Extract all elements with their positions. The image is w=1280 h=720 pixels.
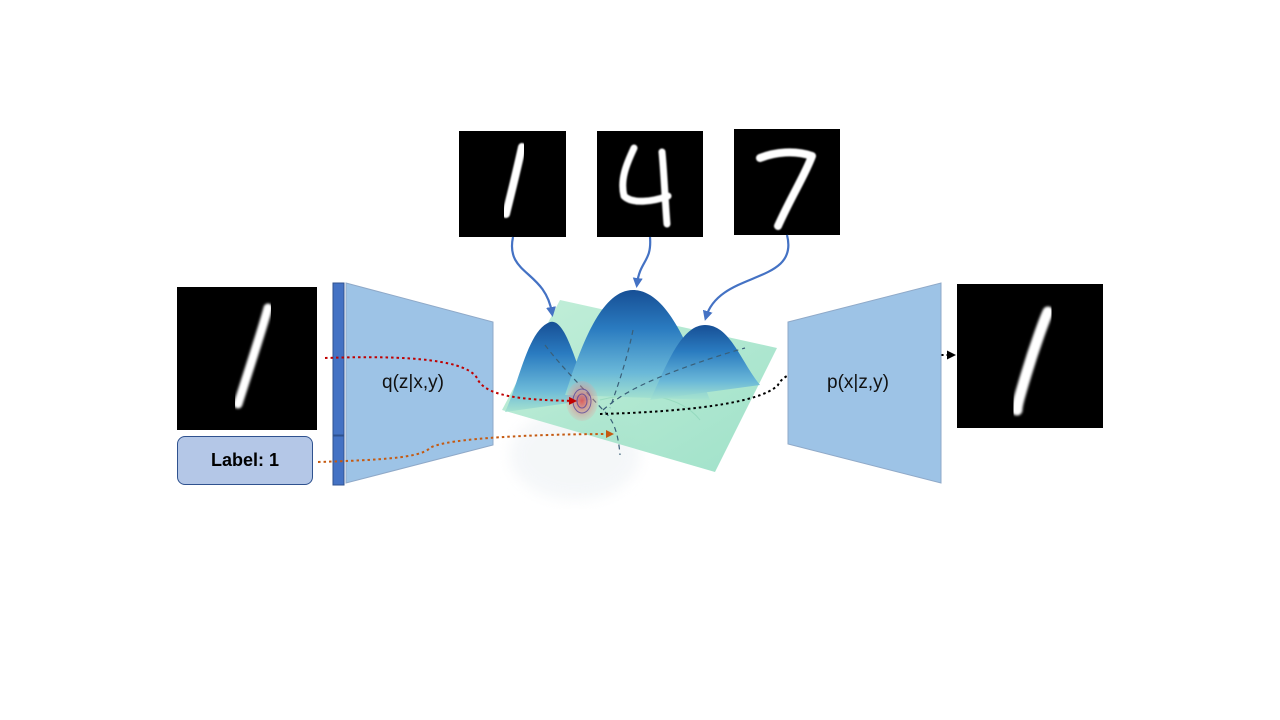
arrow-proto7-to-peak xyxy=(702,234,790,321)
decode-path xyxy=(599,350,956,415)
output-digit-image xyxy=(957,284,1103,428)
encode-path-label xyxy=(317,430,614,463)
prototype-digit-7-image xyxy=(734,129,840,235)
encoder-label: q(z|x,y) xyxy=(382,372,444,393)
decoder-label: p(x|z,y) xyxy=(827,372,889,393)
condition-label-text: Label: 1 xyxy=(210,450,280,470)
encoder-input-bar-top xyxy=(332,282,345,436)
arrow-proto4-to-peak xyxy=(632,236,652,288)
decoder-trapezoid xyxy=(787,282,942,484)
prototype-digit-4-image xyxy=(597,131,703,237)
encoder-input-bar-bottom xyxy=(332,435,345,486)
prototype-digit-1-image xyxy=(459,131,566,237)
arrow-proto1-to-peak xyxy=(510,236,556,317)
latent-surface xyxy=(502,290,777,500)
input-digit-image xyxy=(177,287,317,430)
encoder-trapezoid xyxy=(345,282,494,484)
sample-spot xyxy=(566,381,598,421)
condition-label-box: Label: 1 xyxy=(177,436,313,485)
